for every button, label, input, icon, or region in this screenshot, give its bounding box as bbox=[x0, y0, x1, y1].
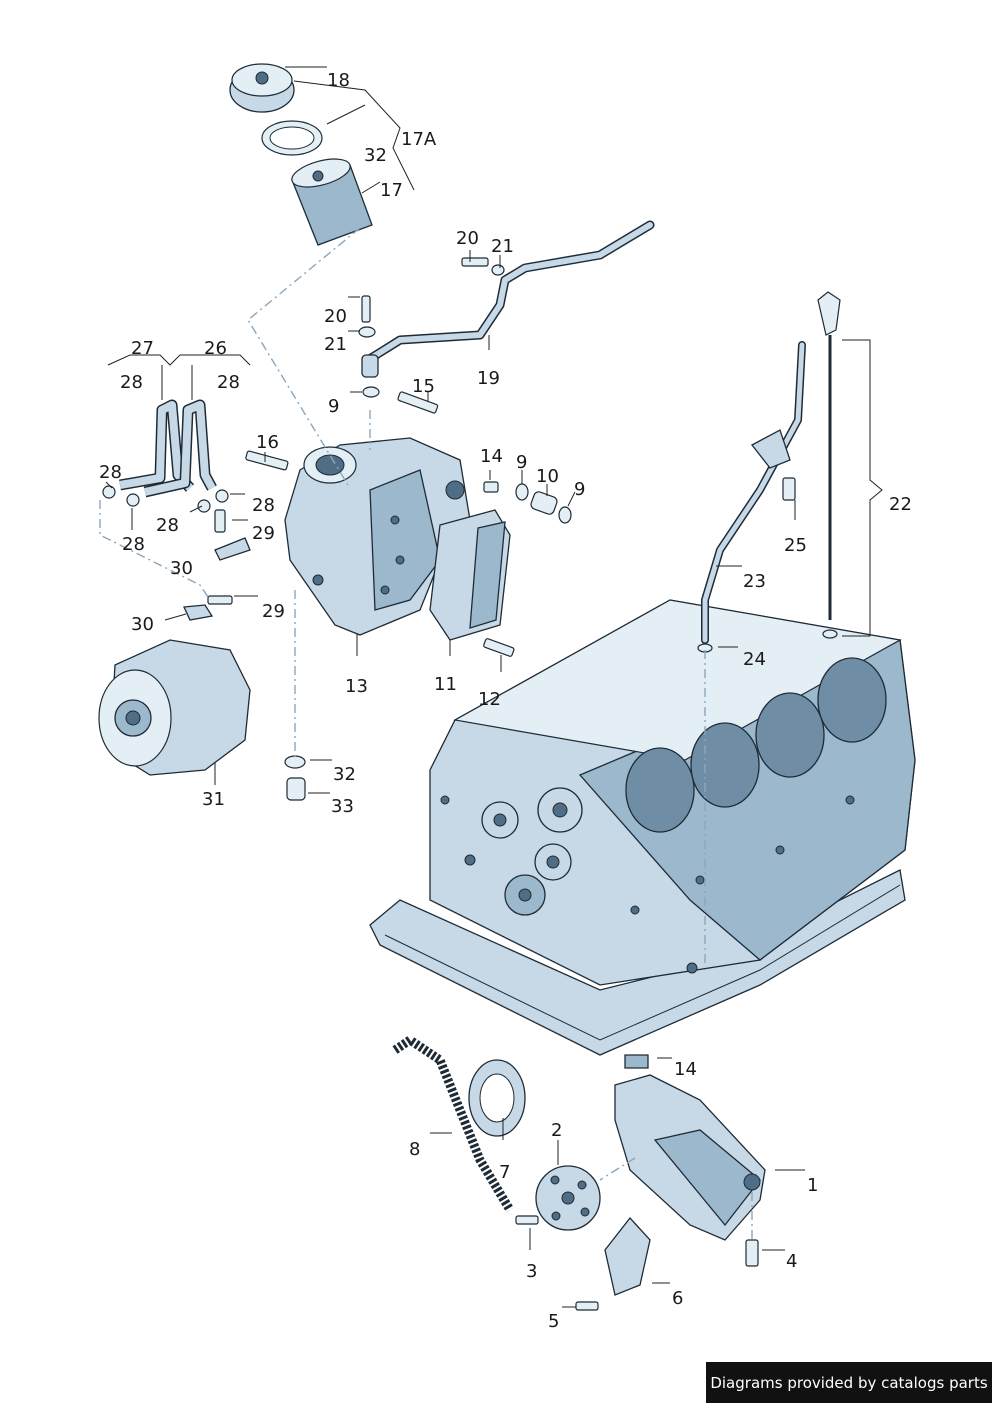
callout-9: 9 bbox=[328, 396, 339, 417]
callout-5: 5 bbox=[548, 1311, 559, 1332]
callout-21: 21 bbox=[491, 236, 514, 257]
callout-30: 30 bbox=[131, 614, 154, 635]
callout-17: 17 bbox=[380, 180, 403, 201]
callout-10: 10 bbox=[536, 466, 559, 487]
callout-29: 29 bbox=[262, 601, 285, 622]
callout-28: 28 bbox=[156, 515, 179, 536]
assembly-center-lines bbox=[99, 227, 753, 1240]
callout-28: 28 bbox=[99, 462, 122, 483]
callout-28: 28 bbox=[217, 372, 240, 393]
breather-pipe bbox=[361, 220, 655, 378]
callout-25: 25 bbox=[784, 535, 807, 556]
coolant-pipes bbox=[119, 399, 217, 498]
callout-7: 7 bbox=[499, 1162, 510, 1183]
oil-cooler bbox=[429, 509, 511, 641]
callout-6: 6 bbox=[672, 1288, 683, 1309]
callout-17a: 17A bbox=[401, 129, 437, 150]
callout-27: 27 bbox=[131, 338, 154, 359]
callout-16: 16 bbox=[256, 432, 279, 453]
callout-28: 28 bbox=[252, 495, 275, 516]
callout-2: 2 bbox=[551, 1120, 562, 1141]
callout-21: 21 bbox=[324, 334, 347, 355]
engine-block bbox=[369, 599, 916, 1056]
callout-26: 26 bbox=[204, 338, 227, 359]
small-fasteners bbox=[102, 257, 796, 801]
oil-filter-assembly bbox=[229, 63, 373, 246]
callout-1: 1 bbox=[807, 1175, 818, 1196]
callout-22: 22 bbox=[889, 494, 912, 515]
oil-pump-drive bbox=[392, 1034, 766, 1311]
callout-20: 20 bbox=[324, 306, 347, 327]
oil-filter-housing bbox=[284, 437, 471, 636]
callout-13: 13 bbox=[345, 676, 368, 697]
callout-23: 23 bbox=[743, 571, 766, 592]
callout-32: 32 bbox=[364, 145, 387, 166]
callout-33: 33 bbox=[331, 796, 354, 817]
callout-32: 32 bbox=[333, 764, 356, 785]
callout-9: 9 bbox=[516, 452, 527, 473]
callout-28: 28 bbox=[122, 534, 145, 555]
callout-31: 31 bbox=[202, 789, 225, 810]
callout-29: 29 bbox=[252, 523, 275, 544]
callout-24: 24 bbox=[743, 649, 766, 670]
callout-28: 28 bbox=[120, 372, 143, 393]
callout-19: 19 bbox=[477, 368, 500, 389]
credit-banner: Diagrams provided by catalogs parts bbox=[706, 1362, 992, 1403]
callout-30: 30 bbox=[170, 558, 193, 579]
callout-15: 15 bbox=[412, 376, 435, 397]
callout-20: 20 bbox=[456, 228, 479, 249]
callout-9: 9 bbox=[574, 479, 585, 500]
dipstick-assembly bbox=[697, 291, 841, 653]
callout-3: 3 bbox=[526, 1261, 537, 1282]
callout-18: 18 bbox=[327, 70, 350, 91]
callout-labels: 18 17A 32 17 20 21 20 21 19 9 15 27 26 2… bbox=[99, 70, 912, 1332]
alternator bbox=[98, 639, 251, 776]
callout-14: 14 bbox=[480, 446, 503, 467]
callout-8: 8 bbox=[409, 1139, 420, 1160]
callout-12: 12 bbox=[478, 689, 501, 710]
callout-4: 4 bbox=[786, 1251, 797, 1272]
leader-lines bbox=[105, 66, 883, 1308]
callout-11: 11 bbox=[434, 674, 457, 695]
callout-14: 14 bbox=[674, 1059, 697, 1080]
